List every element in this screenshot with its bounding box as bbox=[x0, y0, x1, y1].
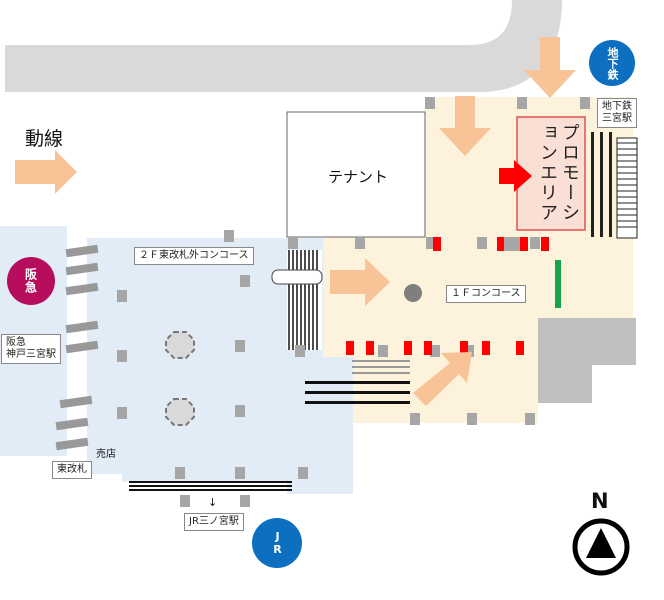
promo-red-arrow bbox=[499, 160, 532, 192]
subway-badge: 地下鉄 bbox=[589, 40, 635, 86]
concourse-1f-label: １Ｆコンコース bbox=[446, 285, 526, 303]
octagon-pillar-upper bbox=[165, 331, 195, 359]
tenant-block bbox=[286, 111, 426, 238]
flow-legend-label: 動線 bbox=[25, 128, 64, 150]
hankyu-station-label: 阪急 神戸三宮駅 bbox=[1, 334, 61, 364]
octagon-pillar-lower bbox=[165, 398, 195, 426]
stairs-lower bbox=[305, 360, 410, 404]
hankyu-stairs bbox=[55, 244, 99, 451]
jr-badge-text: JR bbox=[271, 530, 284, 556]
building-block bbox=[538, 318, 636, 403]
hankyu-station-line-2: 神戸三宮駅 bbox=[6, 349, 56, 360]
compass-rose bbox=[572, 518, 630, 576]
jr-direction-arrow: ↓ bbox=[208, 496, 218, 509]
jr-stairs bbox=[129, 481, 292, 491]
east-gate-label: 東改札 bbox=[52, 461, 92, 479]
escalator-landing bbox=[271, 269, 323, 285]
hankyu-badge-text: 阪急 bbox=[23, 268, 38, 294]
promotion-area-label: プロモーションエリア bbox=[537, 123, 580, 223]
road bbox=[5, 0, 562, 92]
shop-label: 売店 bbox=[96, 449, 116, 460]
round-column bbox=[404, 284, 422, 302]
flow-arrow-diagonal bbox=[413, 352, 472, 406]
concourse-2f-label: ２Ｆ東改札外コンコース bbox=[134, 247, 254, 265]
pillars bbox=[117, 97, 590, 507]
escalator-left bbox=[287, 250, 322, 350]
flow-arrow-top-right bbox=[524, 37, 576, 98]
subway-stairs bbox=[591, 132, 638, 239]
flow-arrow-escalator bbox=[330, 258, 390, 306]
jr-station-label: JR三ノ宮駅 bbox=[184, 513, 244, 531]
subway-badge-text: 地下鉄 bbox=[606, 46, 619, 80]
hankyu-station-line-1: 阪急 bbox=[6, 337, 26, 348]
hankyu-badge: 阪急 bbox=[7, 257, 55, 305]
gates-upper bbox=[433, 237, 549, 251]
tenant-label: テナント bbox=[328, 168, 389, 186]
flow-arrow-legend bbox=[15, 150, 77, 194]
flow-arrow-top-mid bbox=[439, 96, 491, 156]
flow-arrows bbox=[15, 37, 576, 406]
compass-north-label: N bbox=[591, 489, 609, 513]
green-marker bbox=[555, 260, 561, 308]
gates-lower bbox=[346, 341, 524, 355]
jr-badge: JR bbox=[252, 518, 302, 568]
subway-station-line-1: 地下鉄 bbox=[602, 101, 632, 112]
subway-station-line-2: 三宮駅 bbox=[602, 113, 632, 124]
subway-station-label: 地下鉄 三宮駅 bbox=[597, 98, 637, 128]
